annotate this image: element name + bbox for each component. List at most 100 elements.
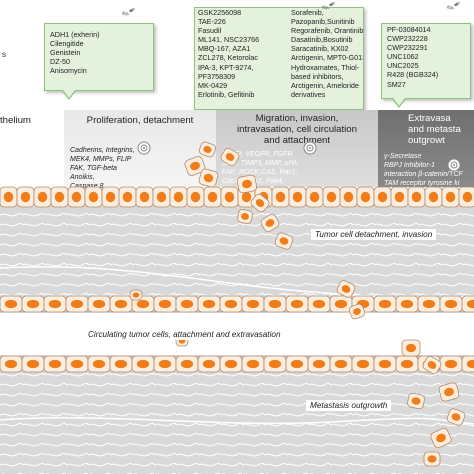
drug-name: derivatives bbox=[291, 89, 326, 99]
tumor-cell bbox=[322, 186, 341, 208]
tumor-cell bbox=[241, 355, 265, 373]
drug-name: CWP232228 bbox=[387, 34, 428, 44]
tumor-cell bbox=[390, 186, 409, 208]
drug-name: DZ-50 bbox=[50, 57, 70, 67]
tumor-cell bbox=[241, 295, 265, 313]
tumor-cell bbox=[152, 186, 171, 208]
tumor-cell bbox=[263, 355, 287, 373]
stray-text: s bbox=[2, 50, 6, 59]
tumor-cell bbox=[236, 174, 258, 194]
drug-name: SM27 bbox=[387, 79, 406, 89]
tumor-cell bbox=[169, 186, 188, 208]
tumor-cell bbox=[87, 355, 111, 373]
drug-name: MK-0429 bbox=[198, 80, 228, 90]
tumor-cell bbox=[260, 214, 280, 232]
tumor-cell bbox=[424, 186, 443, 208]
tumor-cell bbox=[175, 355, 199, 373]
tumor-cell bbox=[288, 186, 307, 208]
tumor-cell bbox=[329, 355, 353, 373]
tumor-cell bbox=[220, 148, 240, 166]
stage-title-line: outgrowt bbox=[408, 135, 445, 146]
tumor-cell bbox=[219, 355, 243, 373]
stage-title: Proliferation, detachment bbox=[86, 115, 194, 126]
tumor-cell bbox=[430, 427, 452, 449]
drug-name: UNC1062 bbox=[387, 52, 419, 62]
tumor-cell bbox=[373, 186, 392, 208]
tumor-cell bbox=[271, 186, 290, 208]
tumor-cell bbox=[0, 186, 18, 208]
tumor-cell bbox=[395, 295, 419, 313]
target-icon bbox=[137, 141, 151, 155]
tumor-cell bbox=[33, 186, 52, 208]
stage-title-line: and metasta bbox=[408, 124, 461, 135]
tumor-cell bbox=[84, 186, 103, 208]
drug-name: ML141, NSC23766 bbox=[198, 35, 260, 45]
tumor-cell bbox=[439, 355, 463, 373]
tumor-cell bbox=[153, 295, 177, 313]
tumor-cell bbox=[373, 355, 397, 373]
drug-name: ZCL278, Ketorolac bbox=[198, 53, 258, 63]
tumor-cell bbox=[250, 193, 270, 213]
tumor-cell bbox=[446, 408, 466, 426]
target-icon bbox=[447, 158, 461, 172]
tumor-cell bbox=[438, 382, 460, 402]
tumor-cell bbox=[407, 392, 425, 410]
tumor-cell bbox=[336, 280, 356, 298]
tumor-cell bbox=[407, 186, 426, 208]
gene-name: Caspase 8 bbox=[70, 183, 104, 191]
tumor-cell bbox=[237, 209, 253, 224]
tumor-cell bbox=[0, 355, 23, 373]
drug-name: Fasudil bbox=[198, 26, 222, 36]
tumor-cell bbox=[356, 186, 375, 208]
drug-name: Sorafenib, bbox=[291, 8, 324, 17]
drug-name: Anisomycin bbox=[50, 66, 87, 76]
drug-name: CWP232291 bbox=[387, 43, 428, 53]
gene-name: MEK4, MMPs, FLIP bbox=[70, 156, 132, 164]
stage-title: Migration, invasion,intravasation, cell … bbox=[216, 113, 378, 146]
drug-name: ADH1 (exherin) bbox=[50, 30, 100, 39]
tumor-cell bbox=[395, 355, 419, 373]
tumor-cell bbox=[109, 355, 133, 373]
drug-name: Saracatinib, KX02 bbox=[291, 44, 349, 54]
drug-name: UNC2025 bbox=[387, 61, 419, 71]
callout-tail bbox=[62, 90, 76, 100]
drug-name: Erlotinib, Gefitinib bbox=[198, 89, 255, 99]
tumor-cell bbox=[198, 168, 219, 188]
tumor-cell bbox=[339, 186, 358, 208]
drug-name: Cilengitide bbox=[50, 39, 84, 49]
stage-band-epithelium: thelium bbox=[0, 110, 64, 187]
tumor-cell bbox=[43, 295, 67, 313]
stage-title-line: Extravasa bbox=[408, 113, 451, 124]
drug-name: Regorafenib, Orantinib bbox=[291, 26, 364, 36]
tumor-cell bbox=[101, 186, 120, 208]
gene-name: TAM receptor tyrosine ki bbox=[384, 180, 460, 188]
gene-name: FAK, TGF-beta bbox=[70, 165, 117, 173]
tumor-cell bbox=[441, 186, 460, 208]
tumor-cell bbox=[263, 295, 287, 313]
drug-name: GSK2256098 bbox=[198, 8, 242, 17]
tumor-cell bbox=[203, 186, 222, 208]
tumor-cell bbox=[21, 295, 45, 313]
label-detachment: Tumor cell detachment, invasion bbox=[311, 229, 437, 240]
gene-name: FAK, ROCK,CAS, Rac1, bbox=[222, 169, 298, 177]
tumor-cell bbox=[175, 295, 199, 313]
tumor-cell bbox=[285, 355, 309, 373]
tumor-cell bbox=[373, 295, 397, 313]
gene-name: Anoikis, bbox=[70, 174, 95, 182]
target-icon bbox=[303, 141, 317, 155]
tumor-cell bbox=[307, 355, 331, 373]
tumor-cell bbox=[461, 295, 474, 313]
tumor-cell bbox=[351, 355, 375, 373]
epithelium-row bbox=[0, 186, 474, 208]
tumor-cell bbox=[50, 186, 69, 208]
drug-name: MBQ-167, AZA1 bbox=[198, 44, 251, 54]
drug-name: Arctigenin, MPT0-G013 bbox=[291, 53, 364, 63]
tumor-cell bbox=[118, 186, 137, 208]
label-circulating: Circulating tumor cells, attachment and … bbox=[84, 329, 285, 340]
